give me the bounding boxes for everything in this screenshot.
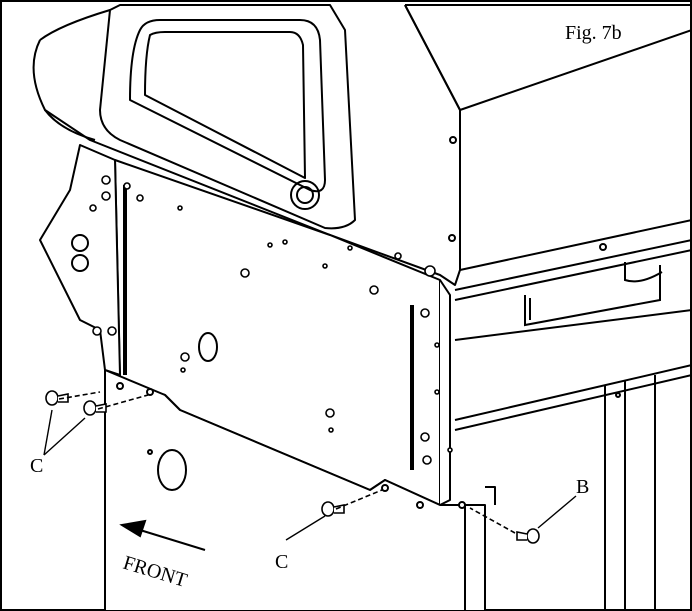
- screw-c-left-1: [45, 390, 101, 406]
- callout-b-right: B: [576, 476, 589, 498]
- back-panel: [39, 144, 451, 506]
- callout-c-left: C: [30, 455, 43, 477]
- screw-c-left-2: [83, 394, 149, 416]
- side-rails: [454, 239, 692, 611]
- figure-label: Fig. 7b: [565, 22, 622, 44]
- screw-c-bottom: [321, 489, 383, 517]
- front-panel: [104, 369, 496, 611]
- grill-hood: [32, 4, 692, 286]
- panel-screw-holes: [89, 175, 453, 465]
- screw-b-right: [469, 507, 540, 544]
- callout-c-bottom: C: [275, 551, 288, 573]
- leader-lines: [43, 409, 577, 541]
- front-arrow: [119, 519, 206, 551]
